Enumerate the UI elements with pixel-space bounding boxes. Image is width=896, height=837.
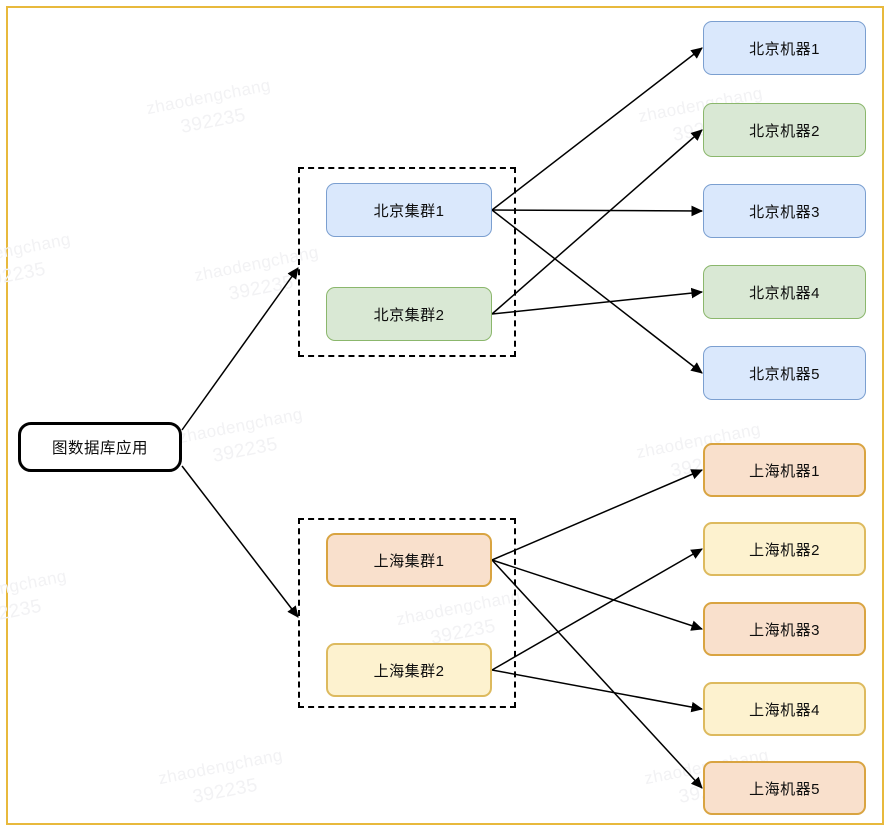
- watermark-number: 392235: [0, 258, 48, 292]
- node-label: 上海机器5: [749, 780, 820, 798]
- node-label: 上海机器1: [749, 462, 820, 480]
- node-label: 上海机器3: [749, 621, 820, 639]
- node-label: 上海集群1: [373, 552, 445, 570]
- watermark: zhaodengchang 392235: [0, 228, 78, 300]
- node-label: 上海机器4: [749, 701, 820, 719]
- edge-beijing-cluster1-to-machine1: [491, 47, 703, 211]
- edge-beijing-cluster2-to-machine4: [491, 287, 704, 315]
- node-shanghai-machine-2[interactable]: 上海机器2: [703, 522, 866, 576]
- node-beijing-machine-4[interactable]: 北京机器4: [703, 265, 866, 319]
- watermark: zhaodengchang 392235: [157, 744, 290, 816]
- node-label: 北京集群1: [373, 202, 445, 220]
- watermark-text: zhaodengchang: [156, 745, 285, 789]
- node-label: 上海机器2: [749, 541, 820, 559]
- edge-root-to-beijing-group: [181, 267, 299, 431]
- edge-shanghai-cluster1-to-machine5: [491, 559, 703, 789]
- node-shanghai-machine-3[interactable]: 上海机器3: [703, 602, 866, 656]
- watermark: zhaodengchang 392235: [0, 565, 74, 637]
- watermark-number: 392235: [0, 595, 44, 629]
- node-beijing-machine-2[interactable]: 北京机器2: [703, 103, 866, 157]
- node-label: 图数据库应用: [51, 440, 148, 457]
- edge-shanghai-cluster2-to-machine4: [491, 669, 704, 713]
- node-beijing-machine-5[interactable]: 北京机器5: [703, 346, 866, 400]
- edge-shanghai-cluster2-to-machine2: [491, 548, 703, 671]
- watermark-text: zhaodengchang: [176, 404, 305, 448]
- watermark-text: zhaodengchang: [144, 75, 273, 119]
- node-label: 北京机器3: [749, 203, 820, 221]
- edge-shanghai-cluster1-to-machine1: [491, 469, 703, 561]
- node-label: 北京机器2: [749, 122, 820, 140]
- watermark-number: 392235: [190, 774, 260, 808]
- watermark-text: zhaodengchang: [0, 566, 69, 610]
- node-beijing-machine-3[interactable]: 北京机器3: [703, 184, 866, 238]
- node-shanghai-cluster-1[interactable]: 上海集群1: [326, 533, 492, 587]
- edge-shanghai-cluster1-to-machine3: [491, 559, 704, 631]
- edge-beijing-cluster1-to-machine5: [491, 209, 703, 374]
- node-label: 北京集群2: [373, 306, 445, 324]
- node-shanghai-machine-5[interactable]: 上海机器5: [703, 761, 866, 815]
- watermark: zhaodengchang 392235: [145, 74, 278, 146]
- edge-beijing-cluster2-to-machine2: [491, 129, 703, 315]
- node-shanghai-machine-4[interactable]: 上海机器4: [703, 682, 866, 736]
- edge-beijing-cluster1-to-machine3: [491, 205, 704, 217]
- node-beijing-cluster-1[interactable]: 北京集群1: [326, 183, 492, 237]
- node-shanghai-cluster-2[interactable]: 上海集群2: [326, 643, 492, 697]
- watermark-text: zhaodengchang: [0, 229, 73, 273]
- watermark-number: 392235: [210, 433, 280, 467]
- node-label: 北京机器1: [749, 40, 820, 58]
- watermark-number: 392235: [178, 104, 248, 138]
- node-label: 上海集群2: [373, 662, 445, 680]
- node-beijing-machine-1[interactable]: 北京机器1: [703, 21, 866, 75]
- edge-root-to-shanghai-group: [181, 465, 299, 618]
- node-graph-database-app[interactable]: 图数据库应用: [18, 422, 182, 472]
- node-shanghai-machine-1[interactable]: 上海机器1: [703, 443, 866, 497]
- node-label: 北京机器5: [749, 365, 820, 383]
- watermark: zhaodengchang 392235: [177, 403, 310, 475]
- node-beijing-cluster-2[interactable]: 北京集群2: [326, 287, 492, 341]
- node-label: 北京机器4: [749, 284, 820, 302]
